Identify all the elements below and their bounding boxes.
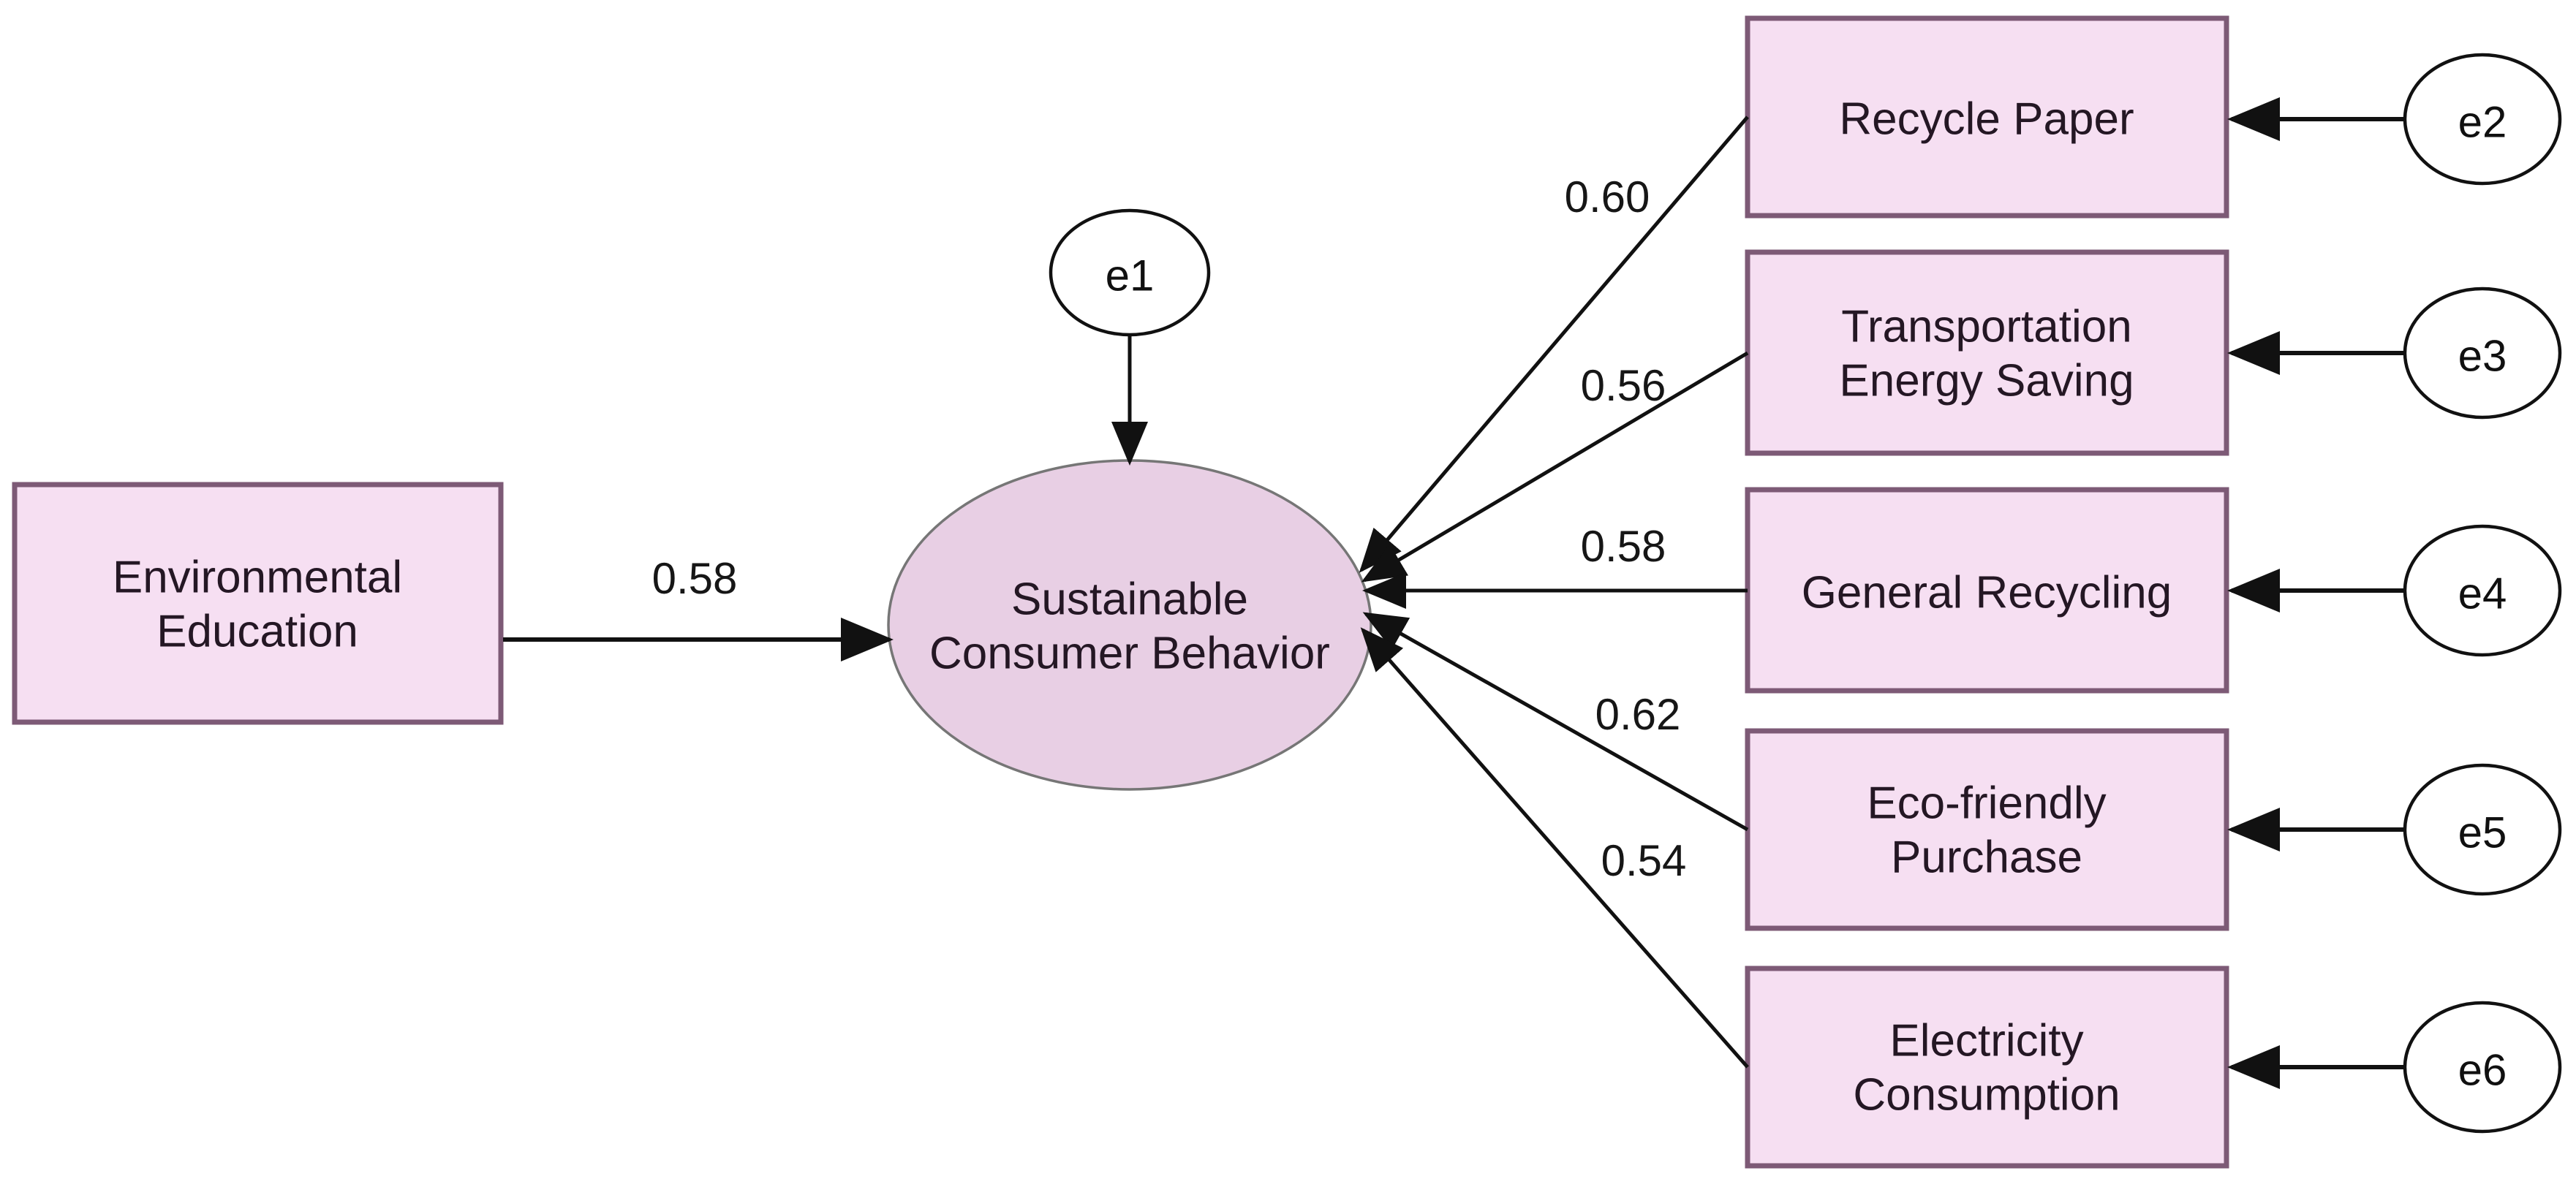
exogenous-box [12, 482, 504, 725]
error-circle-e2 [2403, 53, 2562, 186]
exogenous-label-line1: Environmental [113, 553, 402, 603]
loading-arrow-transportation-energy-saving [1361, 351, 1749, 583]
indicator-node-electricity-consumption: Electricity Consumption [1745, 966, 2229, 1169]
indicator-label-4-line1: Eco-friendly [1867, 778, 2106, 829]
loading-label-general-recycling: 0.58 [1581, 522, 1666, 571]
indicator-label-5-line2: Consumption [1853, 1070, 2120, 1120]
error-label-e6: e6 [2458, 1046, 2507, 1095]
error-circle-e3 [2403, 287, 2562, 420]
error-circle-e5 [2403, 763, 2562, 896]
path-coefficient-label: 0.58 [652, 554, 738, 603]
indicator-label-1: Recycle Paper [1839, 94, 2134, 145]
loading-label-electricity-consumption: 0.54 [1601, 836, 1687, 885]
indicator-box-5 [1745, 966, 2229, 1169]
indicator-label-4-line2: Purchase [1891, 833, 2082, 883]
indicator-node-general-recycling: General Recycling [1745, 487, 2229, 694]
indicator-label-5-line1: Electricity [1889, 1016, 2083, 1066]
error-circle-e1 [1049, 208, 1211, 337]
error-node-e3: e3 [2403, 287, 2562, 420]
error-node-e1: e1 [1049, 208, 1211, 337]
indicator-box-3 [1745, 487, 2229, 694]
loading-arrow-eco-friendly-purchase [1362, 612, 1749, 832]
latent-label-line1: Sustainable [1011, 574, 1248, 625]
latent-ellipse [887, 459, 1372, 791]
error-node-e6: e6 [2403, 1001, 2562, 1134]
indicator-label-2-line2: Energy Saving [1839, 356, 2134, 406]
exogenous-label-line2: Education [156, 607, 358, 657]
error-label-e2: e2 [2458, 98, 2507, 147]
error-label-e5: e5 [2458, 808, 2507, 857]
error-label-e4: e4 [2458, 569, 2507, 618]
loading-label-recycle-paper: 0.60 [1565, 172, 1650, 221]
loading-label-transportation-energy-saving: 0.56 [1581, 361, 1666, 410]
error-circle-e4 [2403, 524, 2562, 657]
error-circle-e6 [2403, 1001, 2562, 1134]
latent-node-sustainable-consumer-behavior: Sustainable Consumer Behavior [887, 459, 1372, 791]
indicator-node-recycle-paper: Recycle Paper [1745, 15, 2229, 219]
indicator-label-2-line1: Transportation [1841, 302, 2131, 352]
error-node-e2: e2 [2403, 53, 2562, 186]
error-label-e3: e3 [2458, 332, 2507, 381]
exogenous-node-environmental-education: Environmental Education [12, 482, 504, 725]
indicator-box-1 [1745, 15, 2229, 219]
indicator-box-2 [1745, 249, 2229, 456]
loading-label-eco-friendly-purchase: 0.62 [1595, 690, 1681, 739]
error-node-e5: e5 [2403, 763, 2562, 896]
indicator-node-transportation-energy-saving: Transportation Energy Saving [1745, 249, 2229, 456]
latent-label-line2: Consumer Behavior [929, 629, 1330, 679]
error-label-e1: e1 [1106, 251, 1155, 300]
indicator-label-3: General Recycling [1802, 568, 2172, 618]
loading-arrow-recycle-paper [1359, 115, 1749, 573]
loading-arrow-electricity-consumption [1360, 627, 1749, 1069]
indicator-box-4 [1745, 728, 2229, 931]
indicator-node-eco-friendly-purchase: Eco-friendly Purchase [1745, 728, 2229, 931]
error-node-e4: e4 [2403, 524, 2562, 657]
